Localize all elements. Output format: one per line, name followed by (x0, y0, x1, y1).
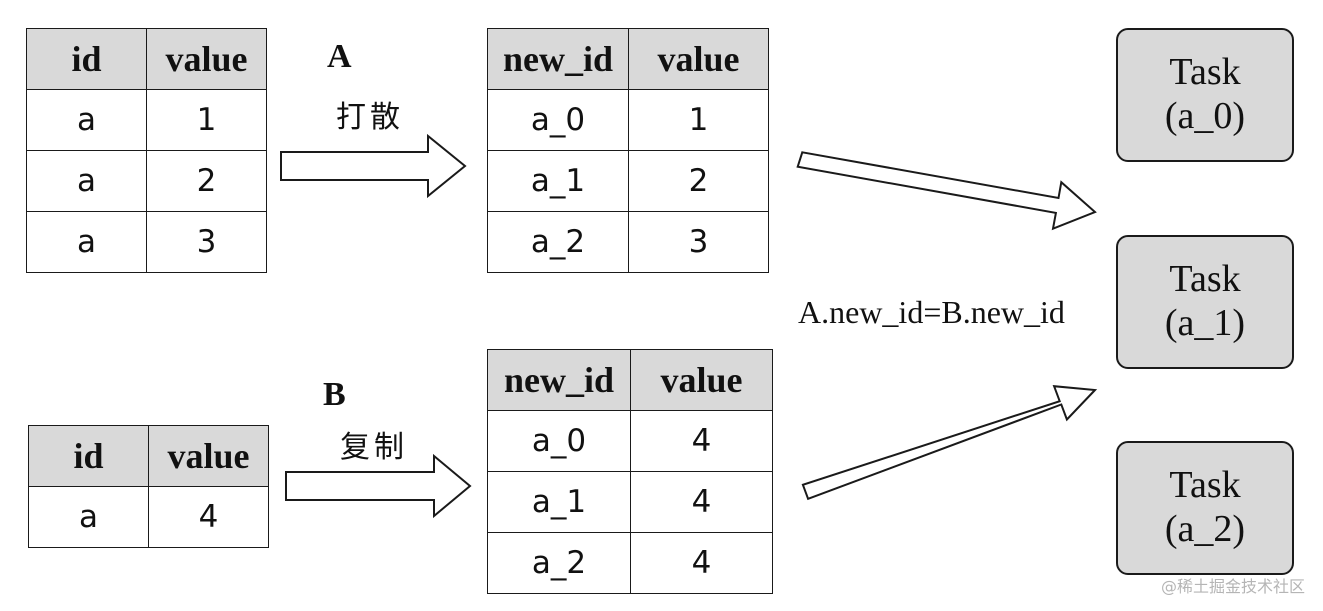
table-cell: 4 (148, 486, 269, 548)
table-cell: a (28, 486, 149, 548)
arrow-b-to-result (285, 453, 472, 519)
label-a: A (327, 38, 352, 75)
column-header: value (148, 425, 269, 487)
arrow-results-to-task-2 (801, 385, 1098, 501)
source-table-b: id value a 4 (28, 425, 269, 548)
table-row: a_1 4 (487, 471, 773, 533)
table-cell: 2 (628, 150, 769, 212)
column-header: id (26, 28, 147, 90)
table-cell: 4 (630, 532, 773, 594)
table-row: a 2 (26, 150, 267, 212)
table-cell: a_1 (487, 471, 631, 533)
table-cell: a_1 (487, 150, 629, 212)
join-condition-label: A.new_id=B.new_id (798, 294, 1065, 330)
table-header-row: new_id value (487, 28, 769, 90)
table-cell: a_0 (487, 410, 631, 472)
table-cell: 1 (146, 89, 267, 151)
task-box-a0: Task (a_0) (1116, 28, 1294, 162)
label-scatter-op: 打散 (336, 100, 404, 135)
task-key: (a_1) (1164, 302, 1246, 344)
table-row: a_0 4 (487, 410, 773, 472)
result-table-b: new_id value a_0 4 a_1 4 a_2 4 (487, 349, 773, 594)
arrow-results-to-task-0 (796, 151, 1097, 231)
column-header: value (630, 349, 773, 411)
column-header: id (28, 425, 149, 487)
table-header-row: id value (28, 425, 269, 487)
table-cell: a_2 (487, 211, 629, 273)
column-header: value (628, 28, 769, 90)
table-cell: 2 (146, 150, 267, 212)
task-key: (a_2) (1164, 508, 1246, 550)
column-header: new_id (487, 28, 629, 90)
table-row: a 3 (26, 211, 267, 273)
task-key: (a_0) (1164, 95, 1246, 137)
table-cell: 3 (628, 211, 769, 273)
source-table-a: id value a 1 a 2 a 3 (26, 28, 267, 273)
table-cell: a (26, 150, 147, 212)
task-box-a2: Task (a_2) (1116, 441, 1294, 575)
arrow-a-to-result (280, 133, 467, 199)
task-box-a1: Task (a_1) (1116, 235, 1294, 369)
task-title: Task (1169, 51, 1241, 94)
table-cell: 3 (146, 211, 267, 273)
table-row: a_1 2 (487, 150, 769, 212)
table-cell: 4 (630, 471, 773, 533)
table-cell: 1 (628, 89, 769, 151)
table-header-row: new_id value (487, 349, 773, 411)
table-row: a 4 (28, 486, 269, 548)
table-cell: 4 (630, 410, 773, 472)
column-header: value (146, 28, 267, 90)
table-row: a_2 4 (487, 532, 773, 594)
table-row: a_2 3 (487, 211, 769, 273)
table-header-row: id value (26, 28, 267, 90)
watermark: @稀土掘金技术社区 (1160, 577, 1305, 596)
label-replicate-op: 复制 (340, 430, 408, 465)
task-title: Task (1169, 464, 1241, 507)
table-cell: a_2 (487, 532, 631, 594)
result-table-a: new_id value a_0 1 a_1 2 a_2 3 (487, 28, 769, 273)
task-title: Task (1169, 258, 1241, 301)
label-b: B (323, 376, 346, 413)
